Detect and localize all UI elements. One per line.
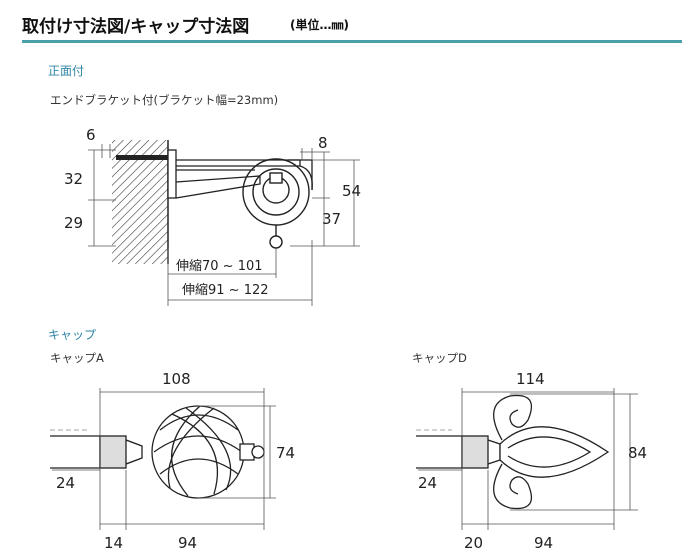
front-caption: エンドブラケット付(ブラケット幅=23mm) xyxy=(50,93,279,107)
header-bar: 取付け寸法図/キャップ寸法図 (単位…㎜) xyxy=(22,10,682,43)
cap-d-height: 84 xyxy=(628,444,647,462)
cap-a-right: 94 xyxy=(178,534,197,552)
cap-a-dims xyxy=(52,388,276,530)
dim-6: 6 xyxy=(86,126,96,144)
cap-a-height: 74 xyxy=(276,444,295,462)
front-dims-right xyxy=(290,148,360,247)
cap-a-left: 14 xyxy=(104,534,123,552)
cap-a-drawing xyxy=(50,405,265,499)
dim-ext-1: 伸縮70 ~ 101 xyxy=(176,258,263,274)
dim-37: 37 xyxy=(322,210,341,228)
dim-8: 8 xyxy=(318,134,328,152)
front-section-label: 正面付 xyxy=(48,64,85,78)
wall-hatch xyxy=(112,140,168,264)
cap-d-width: 114 xyxy=(516,370,545,388)
cap-a-width: 108 xyxy=(162,370,191,388)
cap-section-label: キャップ xyxy=(48,328,97,342)
mounting-plate xyxy=(116,155,168,160)
front-dims-left xyxy=(88,144,116,247)
cap-d-drawing xyxy=(416,394,610,510)
unit-note: (単位…㎜) xyxy=(290,18,349,32)
cap-d-label: キャップD xyxy=(412,351,467,365)
front-dims-bottom xyxy=(167,240,313,306)
rod-ring xyxy=(242,158,310,249)
cap-a-rod: 24 xyxy=(56,474,75,492)
cap-d-right: 94 xyxy=(534,534,553,552)
cap-a-label: キャップA xyxy=(50,351,104,365)
cap-d-rod: 24 xyxy=(418,474,437,492)
cap-d-dims xyxy=(418,388,638,530)
dim-ext-2: 伸縮91 ~ 122 xyxy=(182,282,269,298)
cap-d-left: 20 xyxy=(464,534,483,552)
page-title: 取付け寸法図/キャップ寸法図 xyxy=(22,17,250,37)
dim-29: 29 xyxy=(64,214,83,232)
dim-32: 32 xyxy=(64,170,83,188)
dim-54: 54 xyxy=(342,182,361,200)
